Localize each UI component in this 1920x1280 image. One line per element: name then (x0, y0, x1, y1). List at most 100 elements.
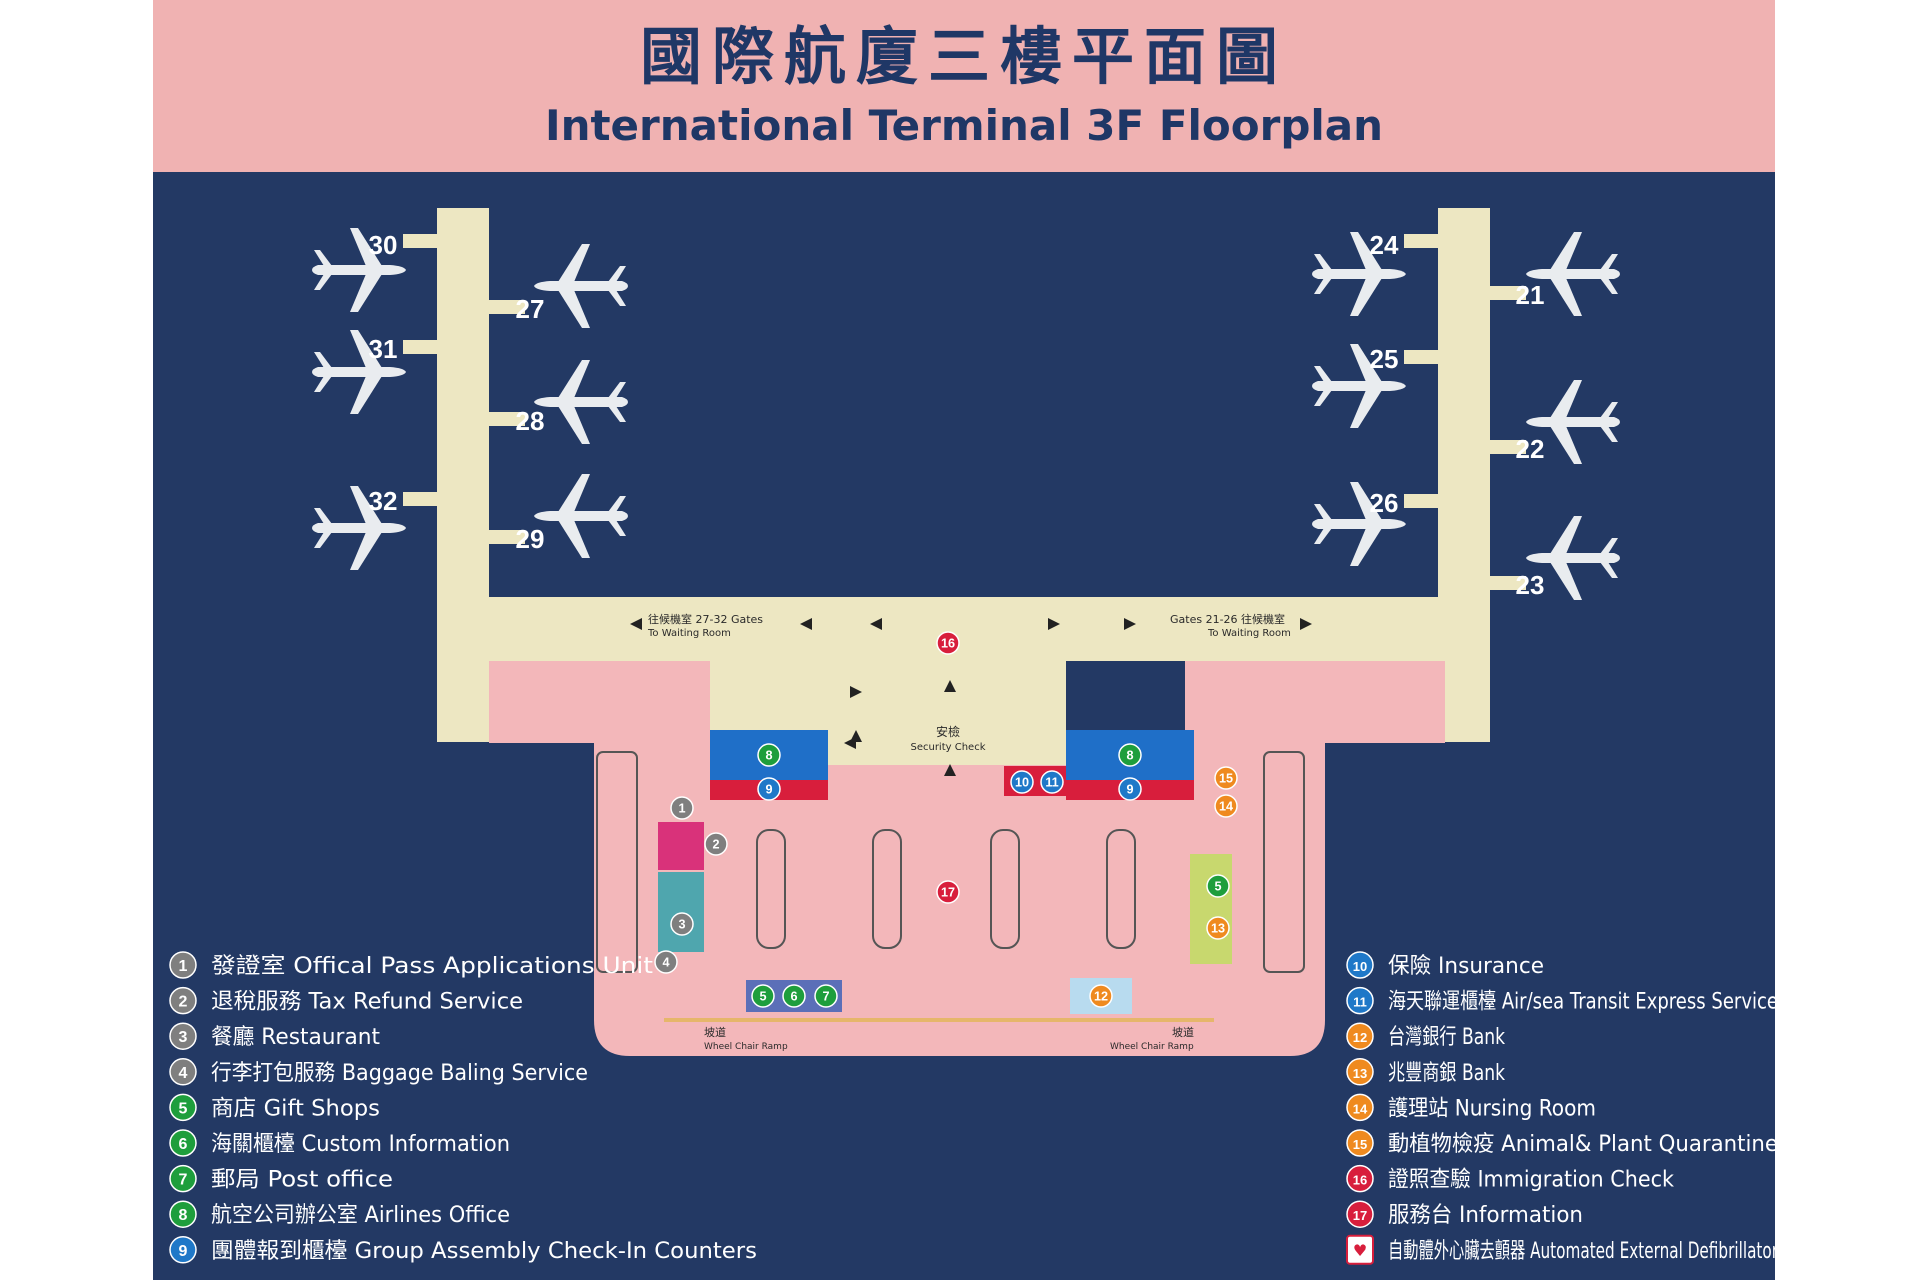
svg-text:1: 1 (678, 802, 685, 816)
svg-text:2: 2 (179, 994, 188, 1011)
svg-text:8: 8 (1126, 749, 1133, 763)
legend-label: 退稅服務 Tax Refund Service (211, 990, 523, 1015)
map-marker-8: 8 (757, 743, 781, 767)
legend-item: 16 證照查驗 Immigration Check (1346, 1164, 1674, 1193)
gate-number-label: 32 (369, 486, 398, 516)
map-marker-15: 15 (1214, 766, 1238, 790)
ramp-label-right-en: Wheel Chair Ramp (1110, 1042, 1194, 1052)
svg-text:6: 6 (179, 1136, 188, 1153)
map-marker-16: 16 (936, 631, 960, 655)
svg-text:10: 10 (1353, 959, 1367, 974)
map-marker-7: 7 (814, 984, 838, 1008)
legend-item: 17 服務台 Information (1346, 1200, 1583, 1228)
svg-text:3: 3 (179, 1029, 188, 1046)
svg-text:13: 13 (1353, 1066, 1367, 1081)
svg-text:7: 7 (179, 1172, 188, 1189)
svg-text:15: 15 (1353, 1137, 1367, 1152)
svg-text:8: 8 (765, 749, 772, 763)
legend-label: 行李打包服務 Baggage Baling Service (211, 1061, 588, 1086)
svg-text:5: 5 (759, 990, 766, 1004)
svg-text:10: 10 (1015, 776, 1029, 790)
map-marker-2: 2 (704, 832, 728, 856)
svg-text:13: 13 (1211, 922, 1225, 936)
svg-text:1: 1 (179, 958, 188, 975)
map-marker-6: 6 (782, 984, 806, 1008)
title-chinese: 國際航廈三樓平面圖 (640, 20, 1288, 93)
svg-text:3: 3 (678, 918, 685, 932)
legend-label: 海天聯運櫃檯 Air/sea Transit Express Service (1388, 990, 1778, 1015)
map-marker-17: 17 (936, 880, 960, 904)
svg-text:7: 7 (822, 990, 829, 1004)
gate-number-label: 22 (1516, 434, 1545, 464)
svg-text:11: 11 (1045, 776, 1058, 790)
svg-text:4: 4 (662, 956, 669, 970)
legend-label: 商店 Gift Shops (211, 1096, 380, 1121)
legend-item: 2 退稅服務 Tax Refund Service (169, 986, 523, 1015)
map-marker-5: 5 (1206, 874, 1230, 898)
security-label-zh: 安檢 (936, 724, 960, 739)
direction-arrows (630, 618, 1312, 776)
legend-label: 郵局 Post office (211, 1168, 393, 1193)
gate-number-label: 21 (1516, 280, 1545, 310)
legend-label: 證照查驗 Immigration Check (1388, 1168, 1674, 1193)
legend-item: 12 台灣銀行 Bank (1346, 1022, 1505, 1050)
gate-number-label: 28 (516, 406, 545, 436)
legend-item: 10 保險 Insurance (1346, 951, 1544, 979)
gate-number-label: 25 (1370, 344, 1399, 374)
svg-text:11: 11 (1353, 995, 1367, 1010)
gift-shop-box (1190, 854, 1232, 964)
svg-text:12: 12 (1353, 1030, 1367, 1045)
ramp-label-left-zh: 坡道 (704, 1025, 726, 1039)
gate-number-label: 27 (516, 294, 545, 324)
legend-label: 台灣銀行 Bank (1388, 1025, 1505, 1050)
gate-number-label: 31 (369, 334, 398, 364)
svg-text:17: 17 (1353, 1208, 1367, 1223)
map-marker-1: 1 (670, 796, 694, 820)
map-marker-11: 11 (1040, 770, 1064, 794)
legend-item: 11 海天聯運櫃檯 Air/sea Transit Express Service (1346, 986, 1778, 1015)
legend-item: 5 商店 Gift Shops (169, 1093, 380, 1121)
map-marker-3: 3 (670, 912, 694, 936)
legend-item: 8 航空公司辦公室 Airlines Office (169, 1200, 510, 1228)
concourse (403, 208, 1526, 765)
header-banner (153, 0, 1775, 172)
gate-number-label: 24 (1370, 230, 1399, 260)
airline-office-left (710, 730, 828, 800)
svg-text:15: 15 (1219, 772, 1233, 786)
legend-item: 7 郵局 Post office (169, 1164, 393, 1193)
svg-text:9: 9 (1126, 783, 1133, 797)
svg-text:16: 16 (1353, 1173, 1367, 1188)
svg-text:5: 5 (179, 1100, 188, 1117)
legend-label: 保險 Insurance (1388, 954, 1544, 979)
svg-text:9: 9 (179, 1243, 188, 1260)
title-english: International Terminal 3F Floorplan (545, 101, 1383, 150)
map-marker-10: 10 (1010, 770, 1034, 794)
legend-item: ♥自動體外心臟去顫器 Automated External Defibrilla… (1346, 1234, 1779, 1265)
svg-text:5: 5 (1214, 880, 1221, 894)
map-marker-8: 8 (1118, 743, 1142, 767)
legend-label: 兆豐商銀 Bank (1388, 1061, 1505, 1086)
legend-label: 海關櫃檯 Custom Information (211, 1132, 510, 1157)
svg-text:6: 6 (790, 990, 797, 1004)
svg-text:14: 14 (1353, 1101, 1368, 1116)
security-label-en: Security Check (910, 742, 985, 753)
gate-number-label: 26 (1370, 488, 1399, 518)
legend-label: 餐廳 Restaurant (211, 1025, 380, 1050)
legend-label: 服務台 Information (1388, 1203, 1583, 1228)
tax-refund-box (658, 822, 704, 870)
legend-label: 航空公司辦公室 Airlines Office (211, 1203, 510, 1228)
gate-number-label: 30 (369, 230, 398, 260)
svg-text:14: 14 (1219, 800, 1233, 814)
sign-to-right-waiting: To Waiting Room (1207, 628, 1291, 639)
sign-to-right-gates: Gates 21-26 往候機室 (1170, 612, 1285, 626)
legend-item: 3 餐廳 Restaurant (169, 1022, 380, 1050)
svg-text:8: 8 (179, 1207, 188, 1224)
legend-item: 13 兆豐商銀 Bank (1346, 1058, 1505, 1086)
svg-text:2: 2 (712, 838, 719, 852)
